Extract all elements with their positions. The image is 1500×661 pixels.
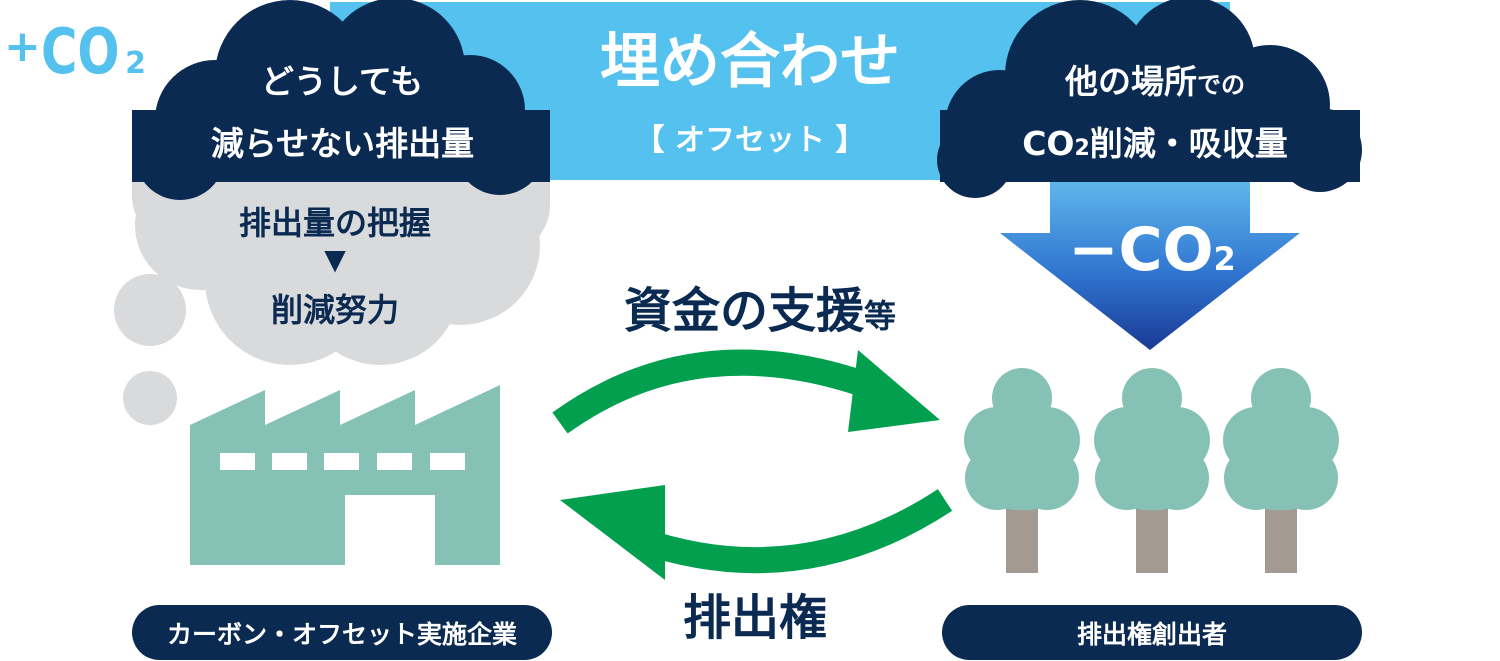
gray-cloud-line1: 排出量の把握 [238, 204, 431, 242]
gray-cloud-triangle: ▼ [324, 243, 346, 276]
right-cloud-line1-small: での [1197, 71, 1245, 99]
right-cloud-line1-main: 他の場所 [1065, 62, 1197, 101]
right-cloud-line2: CO2削減・吸収量 [985, 117, 1325, 165]
factory-icon [190, 385, 500, 565]
co-text: CO [40, 15, 120, 88]
cycle-arrows-icon [552, 349, 953, 580]
offset-company-text: カーボン・オフセット実施企業 [166, 619, 517, 649]
left-cloud-line2: 減らせない排出量 [210, 124, 475, 163]
minus-co2-subscript: 2 [1213, 240, 1236, 278]
minus-sign: − [1068, 215, 1119, 285]
credits-label: 排出権 [682, 590, 827, 646]
factory-windows [220, 453, 465, 470]
right-navy-cloud [937, 0, 1362, 198]
credit-creator-label: 排出権創出者 [942, 605, 1362, 660]
thought-bubble-large [114, 274, 186, 346]
minus-co2-label: −CO2 [1052, 215, 1252, 294]
right-cloud-co2-subscript: 2 [1074, 136, 1090, 161]
funding-main: 資金の支援 [623, 283, 864, 339]
funding-suffix: 等 [864, 297, 897, 335]
funding-label: 資金の支援等 [570, 282, 950, 345]
minus-co-text: CO [1118, 215, 1214, 285]
right-cloud-line1: 他の場所での [1010, 55, 1300, 103]
tree-icon-2 [1094, 368, 1210, 573]
reduction-arrow-icon [1000, 182, 1300, 350]
tree-icon-3 [1223, 368, 1339, 573]
co2-subscript: 2 [125, 46, 146, 81]
banner-title: 埋め合わせ [600, 27, 900, 97]
offset-company-label: カーボン・オフセット実施企業 [132, 605, 552, 660]
banner-subtitle: 【 オフセット 】 [634, 123, 866, 158]
credit-arrow [635, 489, 953, 574]
tree-icon-group [964, 368, 1339, 573]
tree-icon-1 [964, 368, 1080, 573]
left-navy-cloud [132, 0, 550, 200]
right-cloud-co: CO [1022, 124, 1075, 163]
thought-bubble-small [123, 371, 177, 425]
credit-creator-text: 排出権創出者 [1076, 619, 1227, 649]
plus-sign: + [4, 21, 41, 72]
gray-cloud-line2: 削減努力 [270, 291, 399, 329]
funding-arrow [552, 349, 885, 434]
left-cloud-line1: どうしても [260, 62, 424, 101]
right-cloud-rest: 削減・吸収量 [1089, 124, 1288, 163]
